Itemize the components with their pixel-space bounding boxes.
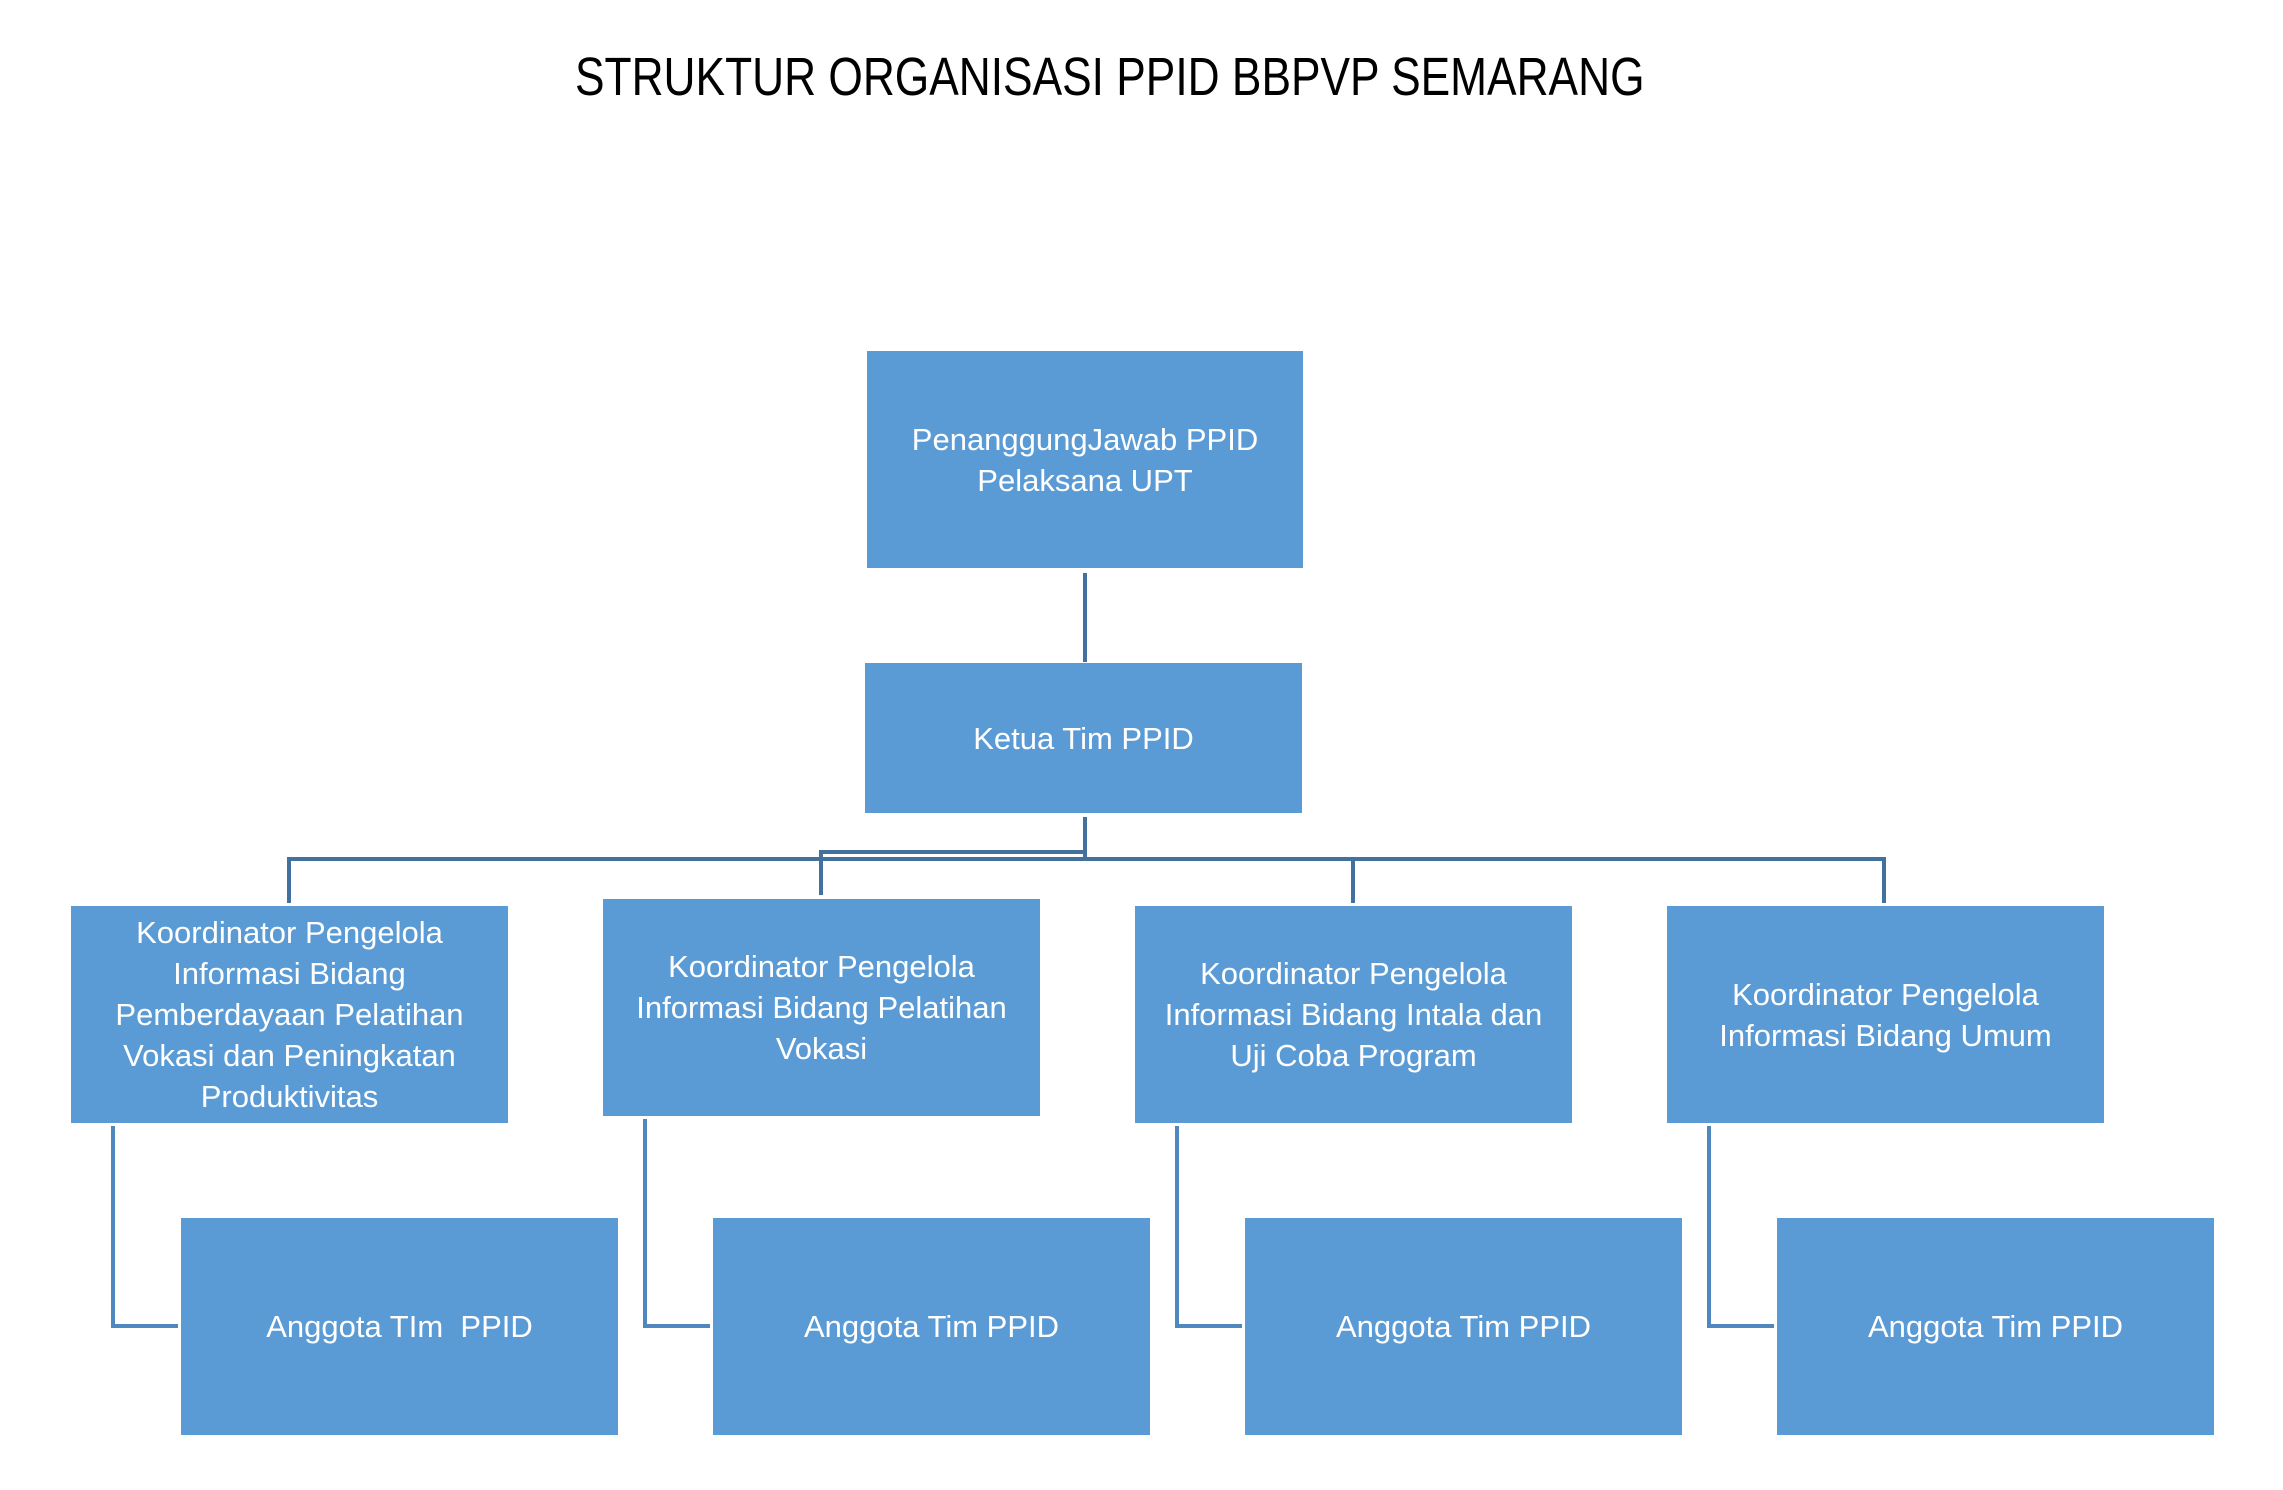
node-koordinator-pelatihan[interactable]: Koordinator Pengelola Informasi Bidang P… <box>603 899 1040 1116</box>
connector-koordinator-3-right <box>1175 1324 1242 1328</box>
connector-koordinator-3-down <box>1175 1126 1179 1328</box>
node-ketua-tim[interactable]: Ketua Tim PPID <box>865 663 1302 813</box>
connector-koordinator-2-down <box>643 1119 647 1328</box>
connector-koordinator-1-right <box>111 1324 178 1328</box>
connector-koordinator-4-down <box>1707 1126 1711 1328</box>
node-koordinator-umum[interactable]: Koordinator Pengelola Informasi Bidang U… <box>1667 906 2104 1123</box>
node-anggota-4[interactable]: Anggota Tim PPID <box>1777 1218 2214 1435</box>
chart-title: STRUKTUR ORGANISASI PPID BBPVP SEMARANG <box>575 47 1645 107</box>
connector-branch-horizontal <box>819 850 1085 854</box>
connector-koordinator-2-right <box>643 1324 710 1328</box>
connector-to-koordinator-2 <box>819 850 823 895</box>
connector-main-horizontal <box>287 857 1886 861</box>
connector-to-koordinator-4 <box>1882 857 1886 903</box>
connector-pj-ketua <box>1083 573 1087 662</box>
connector-ketua-down <box>1083 817 1087 861</box>
connector-koordinator-1-down <box>111 1126 115 1328</box>
node-anggota-1[interactable]: Anggota TIm PPID <box>181 1218 618 1435</box>
node-koordinator-pemberdayaan[interactable]: Koordinator Pengelola Informasi Bidang P… <box>71 906 508 1123</box>
connector-to-koordinator-1 <box>287 857 291 903</box>
connector-koordinator-4-right <box>1707 1324 1774 1328</box>
node-penanggung-jawab[interactable]: PenanggungJawab PPID Pelaksana UPT <box>867 351 1303 568</box>
connector-to-koordinator-3 <box>1351 857 1355 903</box>
node-koordinator-intala[interactable]: Koordinator Pengelola Informasi Bidang I… <box>1135 906 1572 1123</box>
node-anggota-2[interactable]: Anggota Tim PPID <box>713 1218 1150 1435</box>
node-anggota-3[interactable]: Anggota Tim PPID <box>1245 1218 1682 1435</box>
